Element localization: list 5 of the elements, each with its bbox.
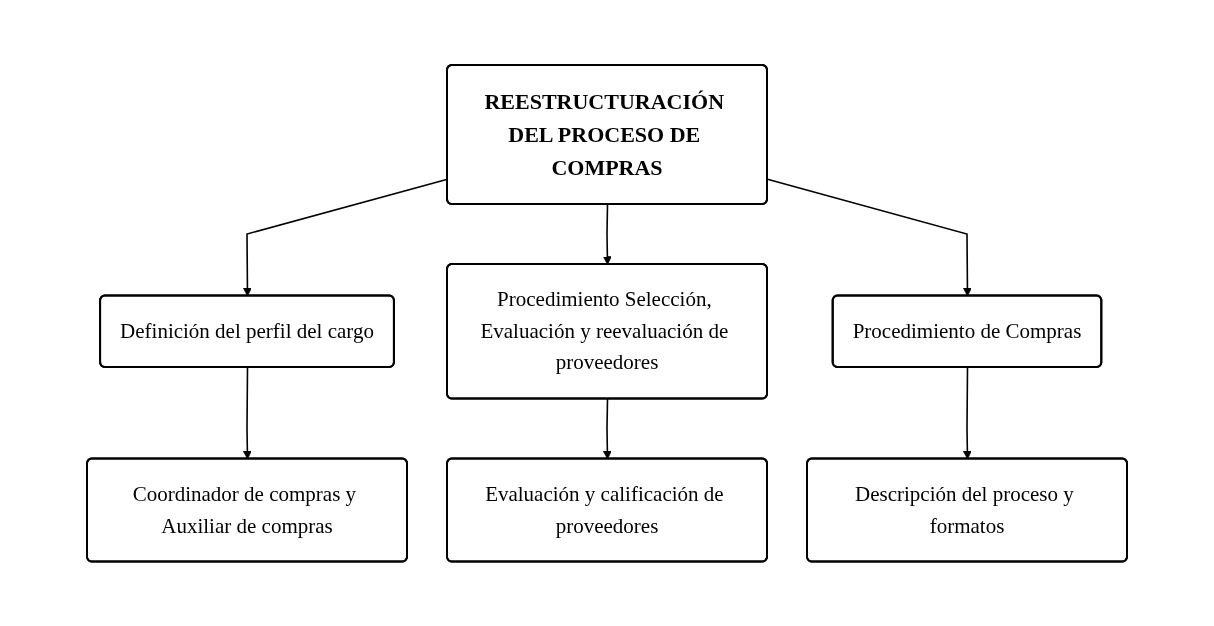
arrow — [602, 397, 612, 460]
arrow — [242, 366, 252, 460]
arrow — [602, 203, 612, 265]
node-text: REESTRUCTURACIÓN DEL PROCESO DE COMPRAS — [484, 88, 725, 180]
arrow — [962, 366, 972, 460]
